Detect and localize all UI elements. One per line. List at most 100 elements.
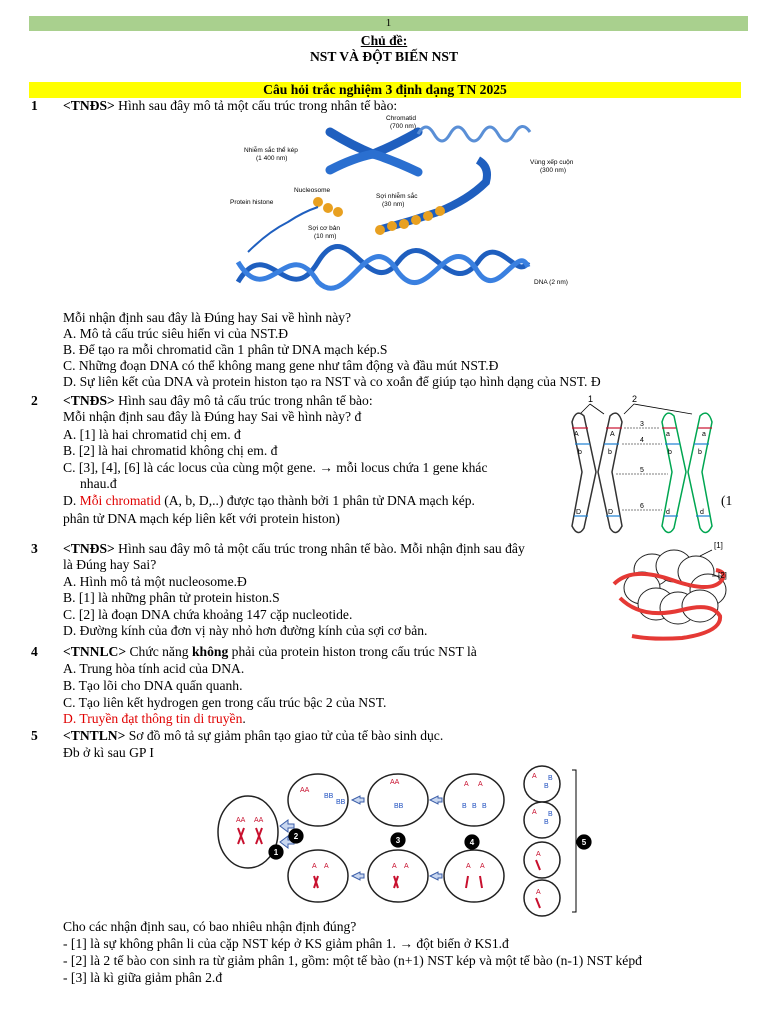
question-stem: <TNTLN> Sơ đồ mô tả sự giảm phân tạo gia…: [63, 728, 444, 743]
svg-text:A: A: [610, 431, 615, 438]
svg-text:B: B: [548, 775, 553, 782]
chromosome-structure-figure: Chromatid (700 nm) Nhiễm sắc thể kép (1 …: [230, 115, 574, 291]
q1-option-d: D. Sự liên kết của DNA và protein histon…: [63, 374, 601, 389]
svg-text:AA: AA: [390, 779, 400, 786]
label-double-chromosome: Nhiễm sắc thể kép: [244, 145, 298, 154]
q2-option-d-end: (1: [721, 493, 733, 508]
svg-text:A: A: [574, 431, 579, 438]
svg-text:AA: AA: [236, 817, 246, 824]
q2-option-a: A. [1] là hai chromatid chị em. đ: [63, 427, 241, 442]
nucleosome-beads: [313, 197, 445, 235]
q5-statement-1: - [1] là sự không phân li của cặp NST ké…: [63, 936, 509, 951]
question-number: 1: [31, 98, 38, 113]
question-number: 3: [31, 541, 38, 556]
svg-text:A: A: [466, 863, 471, 870]
coiled-loop: [416, 125, 532, 143]
svg-text:B: B: [462, 803, 467, 810]
svg-text:a: a: [666, 431, 670, 438]
section-heading: Câu hỏi trắc nghiệm 3 định dạng TN 2025: [29, 82, 741, 98]
label-nucleosome: Nucleosome: [294, 187, 331, 194]
svg-text:(30 nm): (30 nm): [382, 201, 404, 208]
q2-option-c-cont: nhau.đ: [80, 476, 117, 491]
step-3-label: 3: [396, 836, 401, 845]
q1-option-a: A. Mô tả cấu trúc siêu hiển vi của NST.Đ: [63, 326, 289, 341]
step-1-label: 1: [274, 848, 279, 857]
question-number: 2: [31, 393, 38, 408]
q4-option-a: A. Trung hòa tính acid của DNA.: [63, 661, 245, 676]
q5-prompt: Cho các nhận định sau, có bao nhiêu nhận…: [63, 919, 357, 934]
label-chromatin-fiber: Sợi nhiễm sắc: [376, 191, 418, 200]
q2-option-d: D. Mỗi chromatid (A, b, D,..) được tạo t…: [63, 493, 475, 508]
q3-option-a: A. Hình mô tả một nucleosome.Đ: [63, 574, 247, 589]
label-1: 1: [588, 394, 593, 404]
svg-text:A: A: [324, 863, 329, 870]
svg-text:B: B: [544, 783, 549, 790]
topic-label: Chủ đề:: [360, 33, 408, 48]
label-basic-fiber: Sợi cơ bản: [308, 225, 340, 232]
dna-strand-1: [235, 244, 531, 284]
svg-text:6: 6: [640, 503, 644, 510]
dna-wrap: [612, 568, 726, 589]
svg-text:(1 400 nm): (1 400 nm): [256, 155, 287, 162]
q2-prompt: Mỗi nhận định sau đây là Đúng hay Sai về…: [63, 409, 362, 424]
svg-text:A: A: [536, 889, 541, 896]
step-4-label: 4: [470, 838, 475, 847]
q3-option-c: C. [2] là đoạn DNA chứa khoảng 147 cặp n…: [63, 607, 353, 622]
svg-text:A: A: [392, 863, 397, 870]
meiosis-cells: [217, 765, 561, 917]
step-2-label: 2: [294, 832, 299, 841]
svg-text:AA: AA: [254, 817, 264, 824]
svg-text:a: a: [702, 431, 706, 438]
svg-text:5: 5: [640, 467, 644, 474]
question-number: 5: [31, 728, 38, 743]
label-protein-histone: Protein histone: [230, 199, 274, 206]
label-dna: [2]: [718, 571, 727, 580]
question-stem: <TNĐS> Hình sau đây mô tả một cấu trúc t…: [63, 98, 398, 113]
svg-text:A: A: [478, 781, 483, 788]
topic-title: NST VÀ ĐỘT BIẾN NST: [309, 49, 459, 64]
svg-text:4: 4: [640, 437, 644, 444]
dna-strand-2: [235, 254, 531, 291]
question-stem: <TNĐS> Hình sau đây mô tả một cấu trúc t…: [63, 541, 525, 556]
svg-text:(300 nm): (300 nm): [540, 167, 566, 174]
svg-text:(700 nm): (700 nm): [390, 123, 416, 130]
q4-option-b: B. Tạo lõi cho DNA quấn quanh.: [63, 678, 243, 693]
question-stem: <TNĐS> Hình sau đây mô tả cấu trúc trong…: [63, 393, 373, 408]
svg-text:b: b: [698, 449, 702, 456]
q4-option-c: C. Tạo liên kết hydrogen gen trong cấu t…: [63, 695, 387, 710]
label-chromatid: Chromatid: [386, 115, 416, 122]
question-stem: <TNNLC> Chức năng không phải của protein…: [63, 644, 477, 659]
q1-option-b: B. Để tạo ra mỗi chromatid cần 1 phân tử…: [63, 342, 388, 357]
q2-option-b: B. [2] là hai chromatid không chị em. đ: [63, 443, 278, 458]
question-number: 4: [31, 644, 38, 659]
q2-option-c: C. [3], [4], [6] là các locus của cùng m…: [63, 460, 488, 475]
svg-text:b: b: [578, 449, 582, 456]
svg-text:3: 3: [640, 421, 644, 428]
svg-text:BB: BB: [336, 799, 346, 806]
q3-stem-cont: là Đúng hay Sai?: [63, 557, 157, 572]
svg-text:B: B: [548, 811, 553, 818]
svg-text:BB: BB: [394, 803, 404, 810]
q2-option-d-cont: phân tử DNA mạch kép liên kết với protei…: [63, 511, 340, 526]
q5-statement-3: - [3] là kì giữa giảm phân 2.đ: [63, 970, 223, 985]
double-chromosome-shape: [325, 127, 423, 177]
q5-note: Đb ở kì sau GP I: [63, 745, 154, 760]
label-histone: [1]: [714, 541, 723, 550]
svg-text:B: B: [482, 803, 487, 810]
q3-option-b: B. [1] là những phân tử protein histon.S: [63, 590, 280, 605]
svg-text:b: b: [668, 449, 672, 456]
svg-text:A: A: [532, 773, 537, 780]
svg-text:b: b: [608, 449, 612, 456]
histone-octamer: [623, 549, 727, 625]
svg-text:d: d: [700, 509, 704, 516]
q5-statement-2: - [2] là 2 tế bào con sinh ra từ giảm ph…: [63, 953, 642, 968]
svg-text:B: B: [472, 803, 477, 810]
svg-text:AA: AA: [300, 787, 310, 794]
svg-text:D: D: [576, 509, 581, 516]
label-dna: DNA (2 nm): [534, 279, 568, 286]
svg-text:A: A: [404, 863, 409, 870]
svg-text:A: A: [464, 781, 469, 788]
q1-option-c: C. Những đoạn DNA có thể không mang gene…: [63, 358, 499, 373]
q4-option-d: D. Truyền đạt thông tin di truyền.: [63, 711, 246, 726]
